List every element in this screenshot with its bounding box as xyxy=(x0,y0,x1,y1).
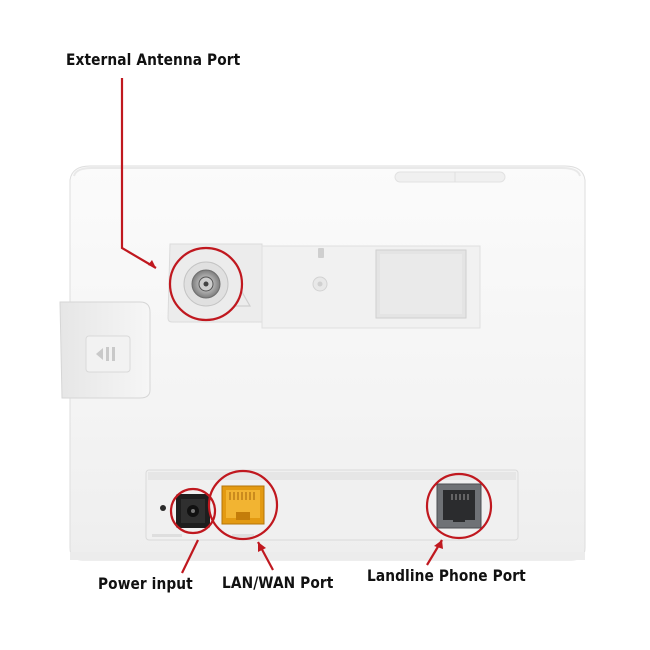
antenna-panel xyxy=(167,243,481,329)
callout-power xyxy=(169,487,217,574)
phone-jack xyxy=(436,483,482,529)
power-jack xyxy=(176,494,210,528)
external-antenna-label: External Antenna Port xyxy=(66,50,241,69)
lan-wan-label: LAN/WAN Port xyxy=(222,573,334,592)
landline-label: Landline Phone Port xyxy=(367,566,526,585)
callout-antenna xyxy=(120,78,244,322)
antenna-connector xyxy=(183,261,229,307)
lan-wan-jack xyxy=(221,485,265,525)
callout-phone xyxy=(425,472,493,566)
port-panel xyxy=(145,469,519,541)
power-input-label: Power input xyxy=(98,574,193,593)
callout-lan xyxy=(207,469,279,571)
flap-arrow-icon xyxy=(96,347,115,361)
reset-pinhole xyxy=(160,505,166,511)
stand-flap xyxy=(59,301,151,399)
